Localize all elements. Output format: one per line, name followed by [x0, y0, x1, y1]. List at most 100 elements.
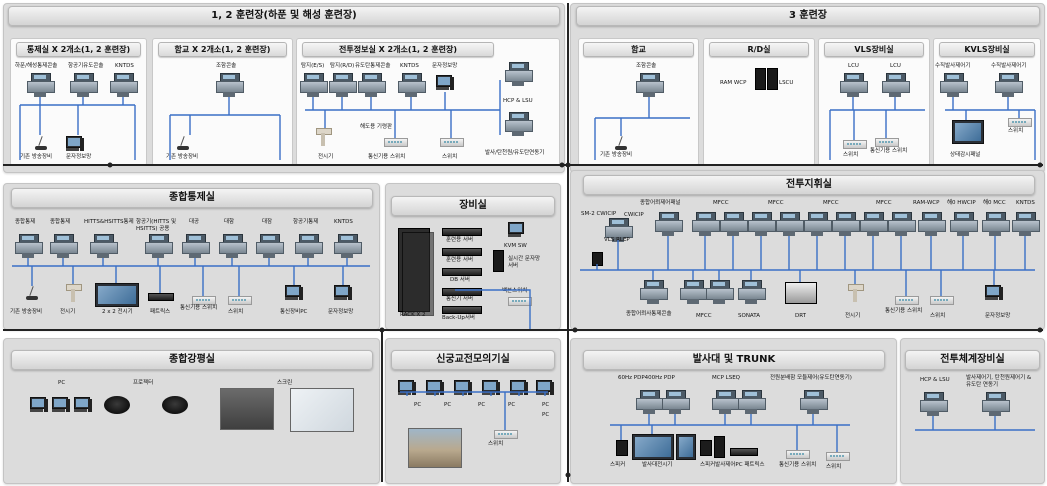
launch-pc-icon — [714, 436, 725, 458]
label-hcp-lsu: HCP & LSU — [920, 377, 950, 383]
switch-icon — [843, 140, 867, 149]
zone-integrated-control-title: 종합통제실 — [11, 188, 373, 208]
mfcc-console-icon — [832, 212, 860, 236]
label-switch: 스위치 — [1008, 128, 1024, 134]
label-comm-pc: 통신장비PC — [280, 309, 308, 315]
label-matrix: 패트릭스 — [150, 309, 171, 315]
console-icon — [300, 73, 328, 97]
label-text-net: 문자정보망 — [985, 313, 1011, 319]
console-icon — [15, 234, 43, 258]
speaker-icon — [700, 440, 712, 456]
drt-printer-icon — [785, 282, 817, 304]
panel-bridge-3 — [578, 38, 699, 166]
label-broadcast: 기존 방송장비 — [10, 309, 43, 315]
label-comm-switch: 통신기용 스위치 — [368, 154, 406, 160]
label-bridge-console: 조함콘솔 — [636, 63, 657, 69]
mfcc-console-icon — [804, 212, 832, 236]
label-pc: PC — [508, 402, 516, 408]
comm-switch-icon — [786, 450, 810, 459]
console-icon — [358, 73, 386, 97]
matrix-switcher-icon — [730, 448, 758, 456]
display-stand-icon — [66, 284, 82, 302]
label-pc: PC — [444, 402, 452, 408]
screen-icon — [290, 388, 354, 432]
bridge-console-icon — [216, 73, 244, 97]
label-switch: 스위치 — [228, 309, 244, 315]
console-icon — [182, 234, 210, 258]
panel-kvls-room — [933, 38, 1041, 166]
mcp-cabinet-icon — [738, 390, 766, 414]
zone-debrief-room-title: 종합강평실 — [11, 350, 373, 370]
zone-launcher-trunk-title: 발사대 및 TRUNK — [583, 350, 885, 370]
comm-switch-icon — [384, 138, 408, 147]
vls-console-icon — [940, 73, 968, 97]
hcp-lsu-cabinet-icon — [505, 62, 533, 86]
mcc-console-icon — [982, 212, 1010, 236]
label-pc: PC — [478, 402, 486, 408]
computer-icon — [30, 397, 48, 413]
microphone-icon — [25, 286, 39, 300]
power-dist-cabinet-icon — [800, 390, 828, 414]
label-switch: 스위치 — [488, 441, 504, 447]
kntds-console-icon — [110, 73, 138, 97]
console-icon — [50, 234, 78, 258]
console-icon — [256, 234, 284, 258]
screen-icon — [220, 388, 274, 430]
label-vertical-launch-ctrl: 수직발사제어기 — [991, 63, 1027, 69]
label-vertical-launch-ctrl: 수직발사제어기 — [935, 63, 971, 69]
label-missile-console: 유도탄통제콘솔 — [355, 63, 391, 69]
label-launcher-display: 발사대전시기 — [642, 462, 673, 468]
launcher-display-icon — [632, 434, 674, 460]
label-comm-server: 통신기 서버 — [446, 296, 474, 302]
panel-kvls-room-title: KVLS장비실 — [939, 42, 1035, 57]
label-launch-link: 발사/탄천원/유도탄연동기 — [485, 150, 545, 156]
console-icon — [334, 234, 362, 258]
label-det-rd: 탐지(R/D) — [330, 63, 355, 69]
zone-combat-command-title: 전투지휘실 — [583, 175, 1035, 195]
mcp-cabinet-icon — [712, 390, 740, 414]
zone-equipment-room-title: 장비실 — [391, 196, 555, 216]
label-vls-rlep: VLS RLEP — [604, 237, 630, 243]
pdp-cabinet-icon — [636, 390, 664, 414]
computer-icon — [510, 380, 528, 396]
computer-icon — [74, 397, 92, 413]
label-hitts: HITTS&HSITTS통제 — [84, 219, 134, 225]
panel-bridge-3-title: 함교 — [583, 42, 694, 57]
label-text-net: 문자정보망 — [328, 309, 354, 315]
label-aircraft-shared: 항공기(HITTS 및 HSITTS) 공용 — [136, 219, 177, 232]
microphone-icon — [614, 136, 628, 150]
console-icon — [219, 234, 247, 258]
label-launch-pc: 스피커발사제어PC 패트릭스 — [700, 462, 765, 468]
switch-icon — [440, 138, 464, 147]
label-kvm: KVM SW — [504, 243, 527, 249]
computer-icon — [454, 380, 472, 396]
console-icon — [329, 73, 357, 97]
panel-control-room-title: 통제실 X 2개소(1, 2 훈련장) — [16, 42, 141, 57]
zone-training-1-2-title: 1, 2 훈련장(하푼 및 해성 훈련장) — [8, 6, 560, 26]
launcher-cabinet-icon — [505, 112, 533, 136]
label-hcp-lsu: HCP & LSU — [503, 98, 533, 104]
sonata-console-icon — [738, 280, 766, 304]
label-screen: 스크린 — [277, 380, 293, 386]
switch-icon — [1008, 118, 1032, 127]
label-control: 종합통제 — [15, 219, 36, 225]
label-ram-wcp: RAM WCP — [720, 80, 747, 86]
label-air-control: 항공기통제 — [293, 219, 319, 225]
label-mcp-lseq: MCP LSEQ — [712, 375, 741, 381]
switch-icon — [930, 296, 954, 305]
label-kntds: KNTDS — [400, 63, 419, 69]
mfcc-console-icon — [748, 212, 776, 236]
label-text-net: 문자정보망 — [432, 63, 458, 69]
label-control: 종합통제 — [50, 219, 71, 225]
switch-icon — [228, 296, 252, 305]
label-aa: 대공 — [189, 219, 200, 225]
mfcc-console-icon — [888, 212, 916, 236]
label-mfcc: MFCC — [713, 200, 729, 206]
computer-icon — [536, 380, 554, 396]
console-icon — [295, 234, 323, 258]
label-mfcc: MFCC — [768, 200, 784, 206]
panel-bridge-1-2 — [152, 38, 293, 166]
mfcc-console-icon — [720, 212, 748, 236]
computer-icon — [66, 136, 84, 152]
